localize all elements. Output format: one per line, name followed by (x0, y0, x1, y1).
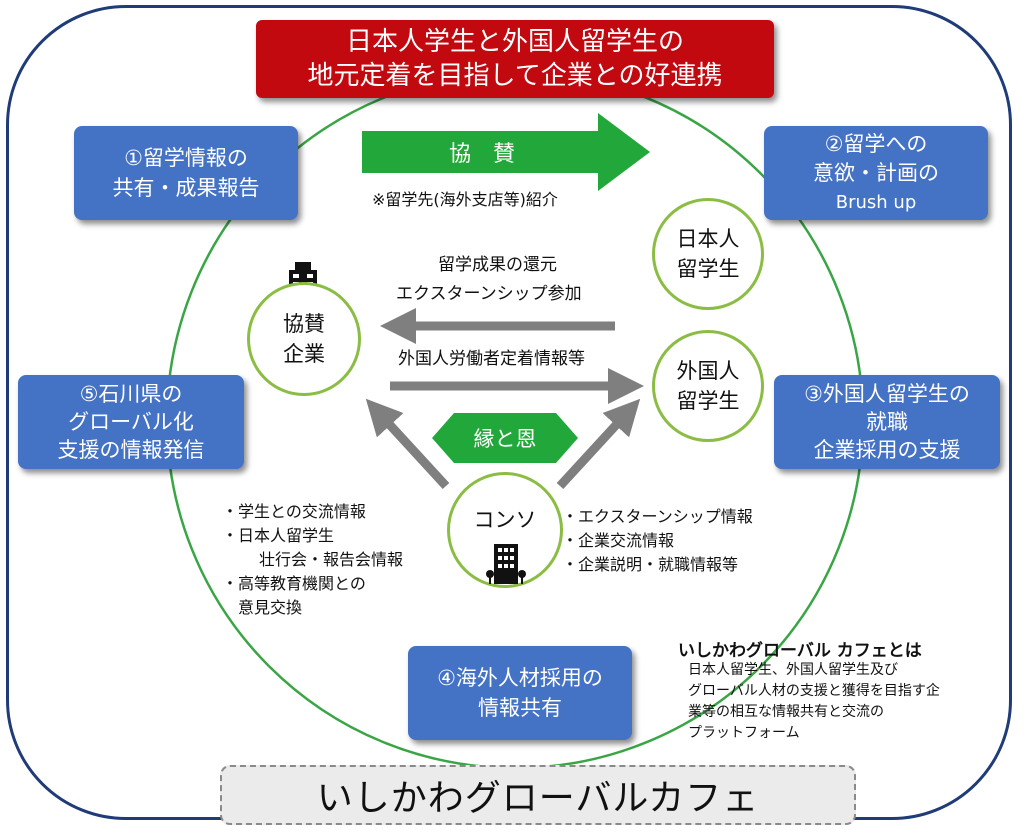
box-3-employment-support: ③外国人留学生の 就職 企業採用の支援 (774, 375, 1000, 469)
box-4-line1: ④海外人材採用の (437, 666, 603, 690)
box-1-line2: 共有・成果報告 (112, 176, 260, 200)
box-3-line1: ③外国人留学生の (804, 382, 970, 406)
right-list-item-2: ・企業交流情報 (562, 531, 675, 550)
banner-text: いしかわグローバルカフェ (316, 778, 760, 819)
box-1-info-sharing: ①留学情報の 共有・成果報告 (74, 126, 298, 220)
title-line2: 地元定着を目指して企業との好連携 (307, 61, 723, 91)
box-4-line2: 情報共有 (478, 696, 562, 720)
office-building-icon (486, 544, 526, 584)
right-list-item-1: ・エクスターンシップ情報 (562, 507, 753, 526)
japanese-line1: 日本人 (676, 227, 740, 251)
bottom-banner: いしかわグローバルカフェ (220, 765, 856, 825)
sponsor-arrow (362, 113, 650, 191)
consortium-to-company-arrow (365, 398, 450, 490)
description-title: いしかわグローバル カフェとは (678, 641, 922, 661)
title-line1: 日本人学生と外国人留学生の (345, 27, 684, 57)
consortium-label: コンソ (473, 508, 537, 532)
right-list-item-3: ・企業説明・就職情報等 (562, 555, 739, 574)
box-5-line2: グローバル化 (68, 410, 194, 434)
box-1-line1: ①留学情報の (124, 146, 248, 170)
left-list-item-1: ・学生との交流情報 (222, 502, 366, 521)
bond-hexagon (432, 413, 578, 463)
left-list-item-3: ・高等教育機関との (222, 574, 366, 593)
foreign-line2: 留学生 (676, 389, 740, 413)
box-5-line1: ⑤石川県の (79, 382, 183, 406)
page-title: 日本人学生と外国人留学生の 地元定着を目指して企業との好連携 (256, 20, 774, 98)
left-list-item-3b: 意見交換 (238, 598, 303, 617)
return-label1: 留学成果の還元 (438, 255, 557, 275)
box-2-line3: Brush up (835, 191, 917, 213)
left-list-item-2b: 壮行会・報告会情報 (259, 550, 404, 569)
box-2-brush-up: ②留学への 意欲・計画の Brush up (764, 126, 988, 220)
consortium-to-students-arrow (556, 398, 641, 490)
sponsor-label: 協 賛 (448, 142, 515, 167)
description-line-4: プラットフォーム (688, 725, 800, 741)
box-4-recruitment-info: ④海外人材採用の 情報共有 (408, 646, 632, 740)
description-line-1: 日本人留学生、外国人留学生及び (688, 662, 898, 678)
left-list-item-2: ・日本人留学生 (222, 526, 335, 545)
description-line-3: 業等の相互な情報共有と交流の (688, 704, 884, 720)
foreign-line1: 外国人 (676, 359, 740, 383)
company-line1: 協賛 (283, 312, 325, 336)
description-line-2: グローバル人材の支援と獲得を目指す企 (688, 683, 940, 699)
company-line2: 企業 (283, 342, 325, 366)
box-5-globalization-support: ⑤石川県の グローバル化 支援の情報発信 (18, 375, 244, 469)
foreign-info-label: 外国人労働者定着情報等 (398, 349, 585, 369)
box-2-line2: 意欲・計画の (813, 160, 939, 185)
bond-label: 縁と恩 (473, 427, 537, 451)
sponsor-note: ※留学先(海外支店等)紹介 (372, 190, 558, 209)
box-5-line3: 支援の情報発信 (57, 438, 205, 462)
return-label2: エクスターンシップ参加 (396, 284, 582, 304)
box-3-line3: 企業採用の支援 (813, 438, 961, 462)
foreign-students-circle: 外国人 留学生 (652, 330, 764, 442)
japanese-students-circle: 日本人 留学生 (652, 198, 764, 310)
sponsor-company-circle: 協賛 企業 (247, 282, 361, 396)
box-2-line1: ②留学への (824, 131, 928, 156)
box-3-line2: 就職 (866, 410, 908, 434)
japanese-line2: 留学生 (676, 257, 740, 281)
